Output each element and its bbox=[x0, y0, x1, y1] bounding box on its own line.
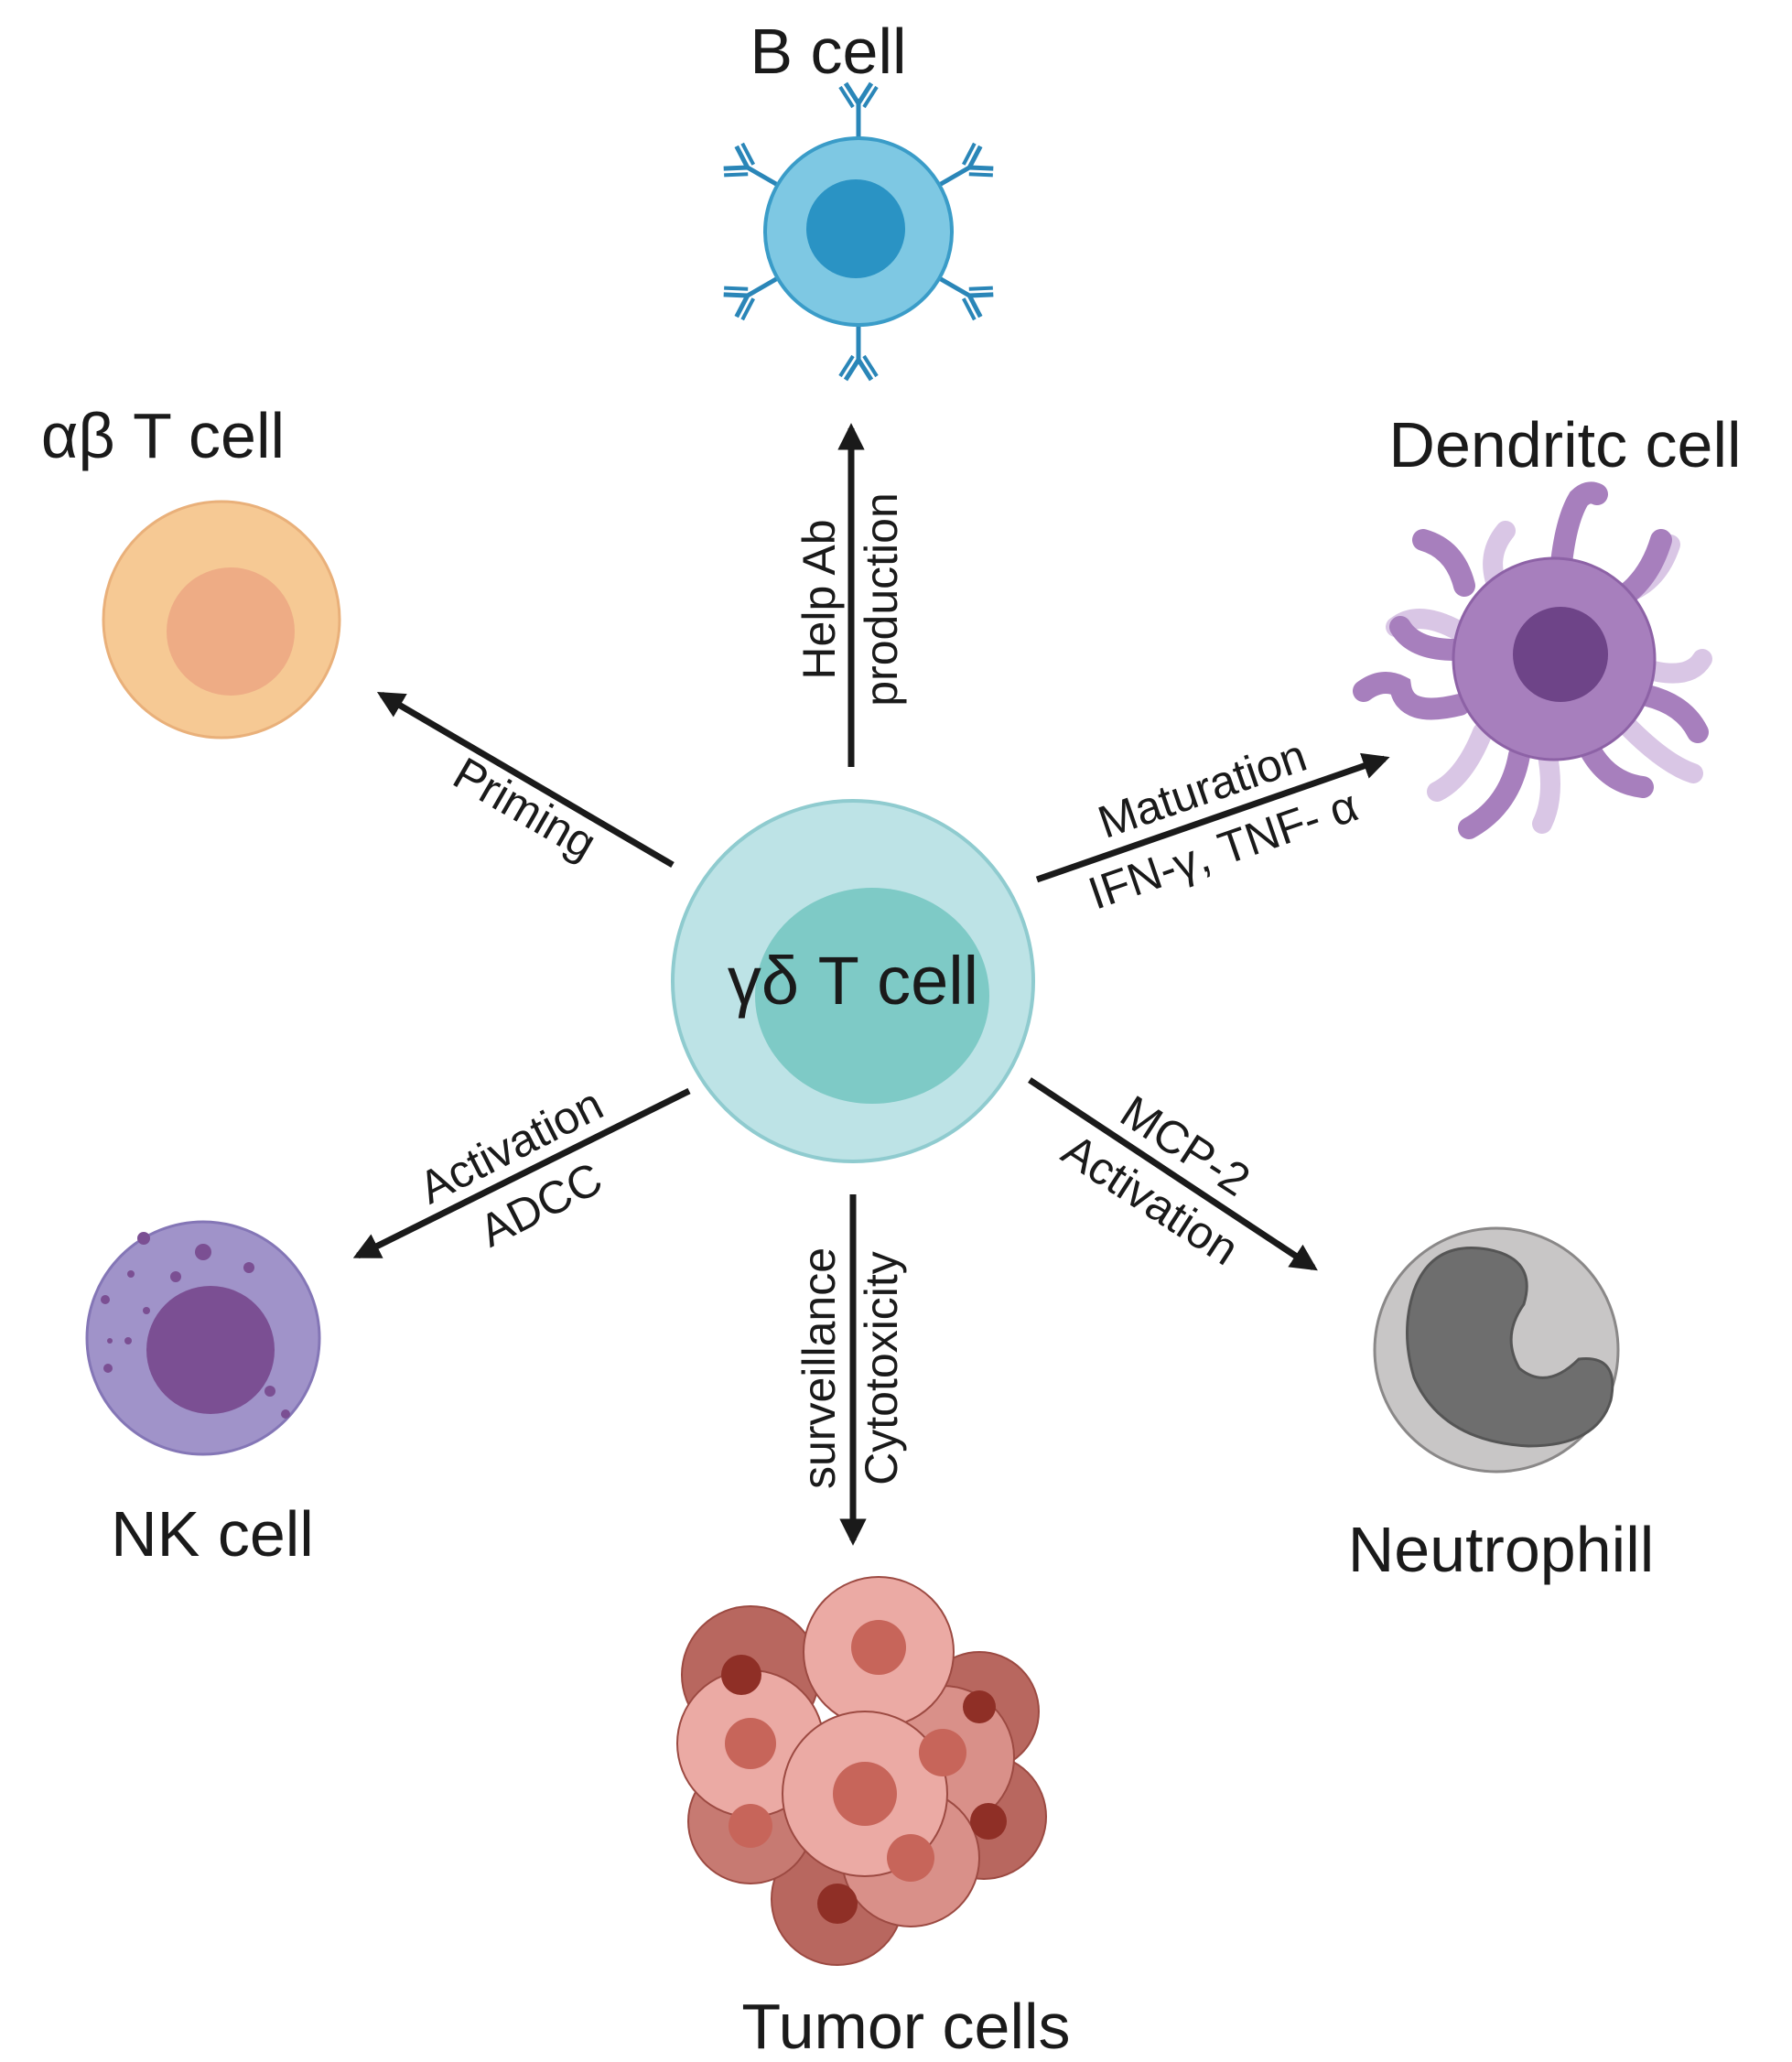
tumor-arrow-label-line2: Cytotoxicity bbox=[856, 1251, 907, 1485]
ab-t-cell-icon bbox=[102, 500, 341, 740]
b-cell-icon bbox=[721, 83, 997, 380]
dendritic-cell-label: Dendritc cell bbox=[1388, 409, 1741, 480]
arrow-to-neutrophil bbox=[1028, 1077, 1318, 1271]
ab-t-cell-label: αβ T cell bbox=[41, 400, 285, 471]
arrow-to-nk-cell bbox=[352, 1087, 691, 1259]
tumor-cells-icon bbox=[676, 1576, 1047, 1966]
b-cell-label: B cell bbox=[750, 16, 906, 87]
gd-t-cell-label: γδ T cell bbox=[728, 943, 978, 1019]
b-cell-arrow-label-line2: production bbox=[856, 492, 907, 707]
b-cell-arrow-labels: Help Ab production bbox=[793, 492, 907, 707]
gd-t-cell: γδ T cell bbox=[671, 799, 1035, 1163]
nk-cell-icon bbox=[85, 1220, 321, 1456]
arrow-to-ab-t-cell bbox=[376, 691, 675, 869]
tumor-arrow-labels: surveillance Cytotoxicity bbox=[793, 1247, 907, 1489]
tumor-arrow-label-line1: surveillance bbox=[793, 1247, 845, 1489]
arrow-to-dendritic-cell bbox=[1035, 752, 1390, 883]
neutrophil-icon bbox=[1373, 1226, 1620, 1474]
tumor-cells-label: Tumor cells bbox=[741, 1991, 1070, 2062]
dendritic-cell-icon bbox=[1353, 481, 1712, 839]
b-cell-arrow-label-line1: Help Ab bbox=[793, 519, 845, 679]
neutrophil-label: Neutrophill bbox=[1348, 1514, 1655, 1585]
nk-cell-label: NK cell bbox=[111, 1498, 314, 1570]
